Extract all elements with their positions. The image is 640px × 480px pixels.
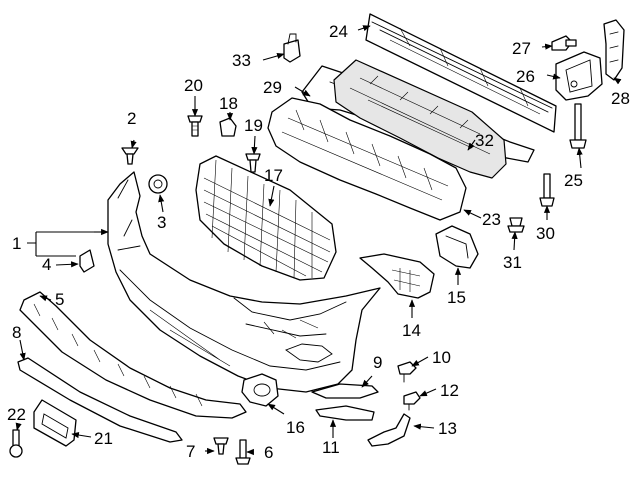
fog-lamp-bracket-part: [359, 253, 435, 299]
callout-9: 9: [373, 353, 382, 372]
callout-11: 11: [322, 438, 340, 457]
bumper-cover-part: [107, 171, 381, 393]
callout-13: 13: [438, 419, 457, 438]
lower-bracket-part: [367, 413, 411, 447]
callout-1: 1: [12, 234, 21, 253]
bracket-part: [555, 51, 603, 101]
callout-23: 23: [482, 210, 501, 229]
callout-20: 20: [184, 76, 203, 95]
callout-10: 10: [432, 348, 451, 367]
callout-25: 25: [564, 171, 583, 190]
callout-28: 28: [611, 89, 630, 108]
grille-part: [195, 155, 337, 281]
callout-31: 31: [503, 253, 522, 272]
callout-4: 4: [42, 255, 51, 274]
clip-part-4: [79, 249, 95, 273]
screw-part-22: [9, 429, 23, 458]
callout-22: 22: [7, 405, 26, 424]
callout-17: 17: [264, 166, 283, 185]
callout-labels: 1 2 3 4 5 6 7 8 9 10 11 12 13 14 15 16 1…: [7, 22, 630, 462]
bolt-part-27: [551, 35, 577, 51]
lower-valance-part: [19, 291, 247, 419]
leader-lines: [15, 25, 622, 456]
shield-part: [333, 59, 507, 179]
callout-15: 15: [447, 288, 466, 307]
callout-6: 6: [264, 443, 273, 462]
callout-18: 18: [219, 94, 238, 113]
callout-32: 32: [475, 131, 494, 150]
energy-absorber-part: [267, 97, 467, 221]
callout-26: 26: [516, 67, 535, 86]
license-bracket-part: [33, 399, 77, 447]
clip-part-18: [219, 117, 237, 137]
screw-part-7: [213, 437, 229, 455]
callout-21: 21: [94, 429, 113, 448]
long-bolt-part: [569, 103, 587, 149]
bolt-part-30: [539, 173, 555, 207]
nut-part-31: [507, 217, 525, 233]
bracket-part-15: [435, 225, 479, 269]
callout-24: 24: [329, 22, 348, 41]
callout-2: 2: [127, 109, 136, 128]
screw-part-19: [245, 153, 261, 173]
grommet-part: [148, 174, 168, 194]
side-bracket-part: [603, 19, 625, 81]
callout-33: 33: [232, 51, 251, 70]
bolt-part-20: [187, 115, 203, 137]
callout-8: 8: [12, 323, 21, 342]
reinforcement-bar-part: [365, 13, 557, 133]
lower-strip-part: [17, 357, 183, 443]
clip-part-12: [403, 391, 421, 411]
push-pin-part: [121, 147, 139, 165]
callout-14: 14: [402, 321, 421, 340]
callout-16: 16: [286, 418, 305, 437]
callout-3: 3: [157, 213, 166, 232]
fog-lamp-cover-part: [241, 373, 279, 407]
callout-30: 30: [536, 224, 555, 243]
callout-5: 5: [55, 290, 64, 309]
callout-29: 29: [263, 78, 282, 97]
callout-12: 12: [440, 381, 459, 400]
callout-7: 7: [186, 442, 195, 461]
clip-part-33: [283, 33, 301, 63]
callout-19: 19: [244, 116, 263, 135]
lower-trim-part: [315, 405, 375, 421]
screw-part-6: [235, 439, 251, 465]
callout-27: 27: [512, 39, 531, 58]
